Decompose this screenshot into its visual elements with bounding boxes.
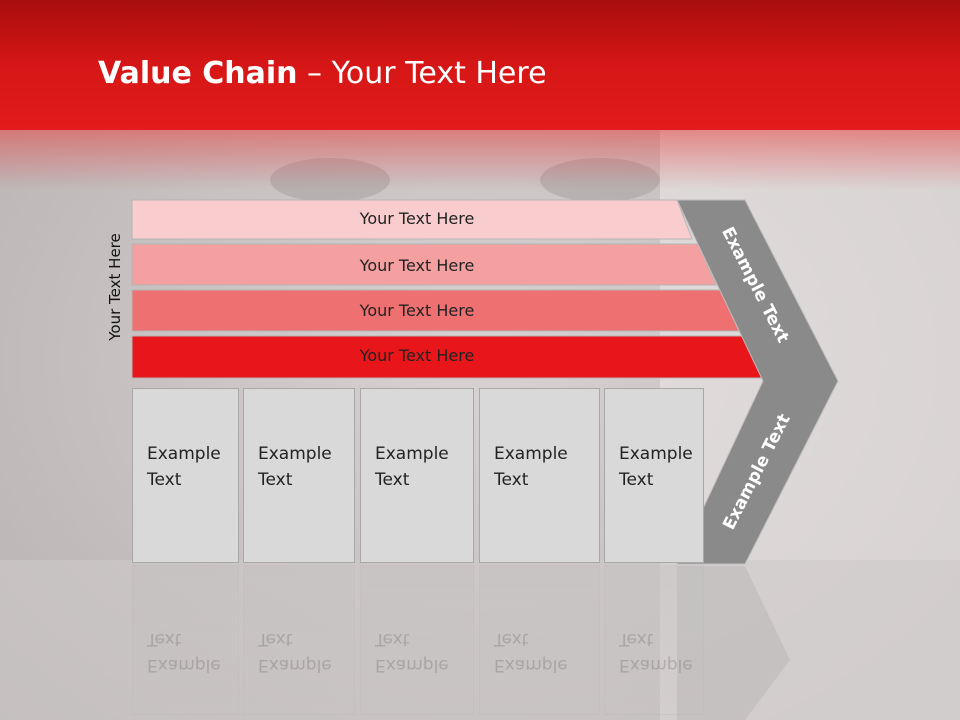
reflection-4-text: Example Text [494, 629, 568, 675]
title-rest: – Your Text Here [297, 56, 547, 91]
reflection-2-text: Example Text [258, 629, 332, 675]
column-2-text: Example Text [258, 444, 332, 490]
header-bar [0, 0, 960, 130]
reflection-1-text: Example Text [147, 629, 221, 675]
column-4-text: Example Text [494, 444, 568, 490]
column-box-3: Example Text [360, 388, 474, 563]
band-2-label: Your Text Here [359, 256, 475, 275]
slide-title: Value Chain – Your Text Here [98, 56, 547, 92]
column-5-text: Example Text [619, 444, 693, 490]
column-reflection-3: Example Text [360, 565, 474, 715]
column-box-4: Example Text [479, 388, 600, 563]
header-fade [0, 130, 960, 190]
band-1-label: Your Text Here [359, 209, 475, 228]
column-box-5: Example Text [604, 388, 704, 563]
chevron-arrow [676, 199, 839, 565]
band-1 [131, 199, 693, 240]
column-reflection-2: Example Text [243, 565, 355, 715]
column-reflection-1: Example Text [132, 565, 239, 715]
band-4-label: Your Text Here [359, 346, 475, 365]
title-bold: Value Chain [98, 56, 298, 91]
reflection-3-text: Example Text [375, 629, 449, 675]
column-3-text: Example Text [375, 444, 449, 490]
chevron-reflection [677, 566, 790, 720]
column-box-1: Example Text [132, 388, 239, 563]
reflection-5-text: Example Text [619, 629, 693, 675]
band-3-label: Your Text Here [359, 301, 475, 320]
column-box-2: Example Text [243, 388, 355, 563]
column-1-text: Example Text [147, 444, 221, 490]
band-2 [131, 243, 717, 286]
column-reflection-4: Example Text [479, 565, 600, 715]
column-reflection-5: Example Text [604, 565, 704, 715]
